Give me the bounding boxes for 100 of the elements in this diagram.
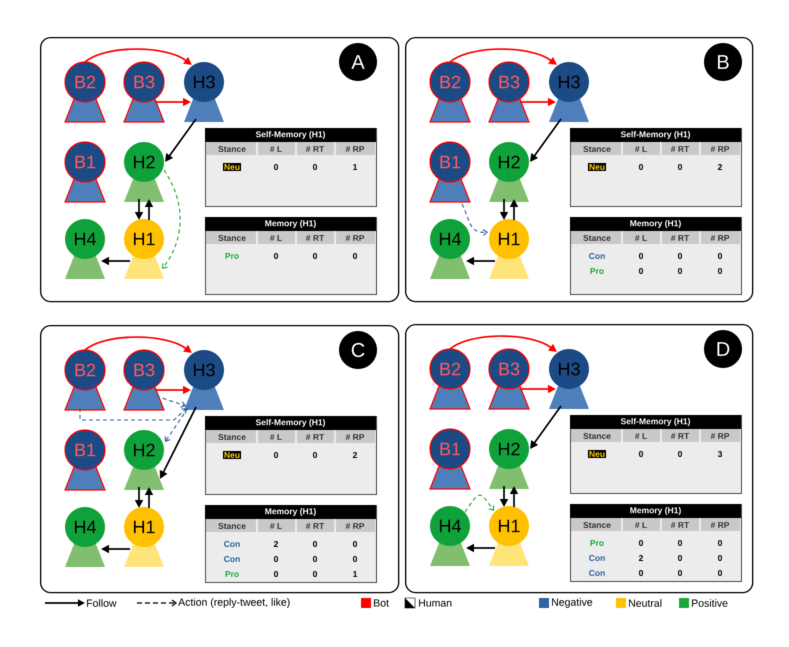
memory-table (570, 128, 742, 207)
column-header: Stance (218, 235, 246, 241)
table-cell: 0 (352, 541, 358, 547)
table-cell: 0 (274, 164, 278, 170)
column-header: Stance (583, 522, 611, 528)
table-cell: 3 (718, 450, 722, 457)
table-cell: 0 (678, 253, 682, 259)
column-header: # RP (346, 434, 364, 440)
column-header: Stance (583, 235, 611, 241)
table-cell: 0 (312, 452, 318, 458)
column-header: # RP (710, 235, 730, 241)
table-cell: 0 (678, 164, 682, 170)
stance-label: Con (224, 556, 240, 562)
column-header: # RP (710, 433, 730, 439)
stance-label: Pro (225, 571, 239, 577)
legend-label: Neutral (629, 599, 662, 607)
legend-label: Bot (374, 599, 389, 607)
table-cell: 2 (352, 452, 358, 458)
memory-table (205, 416, 377, 495)
column-header: # RT (306, 434, 324, 440)
column-header: # L (270, 523, 282, 529)
legend-label: Positive (692, 599, 728, 607)
stance-label: Pro (225, 253, 239, 259)
column-header: # RP (346, 523, 364, 529)
table-cell: 0 (718, 540, 722, 546)
column-header: # RT (670, 235, 690, 241)
column-header: # L (270, 235, 282, 241)
table-cell: 0 (638, 570, 644, 576)
stance-label: Con (589, 555, 605, 561)
letter-badge: A (339, 43, 377, 81)
table-cell: 0 (678, 570, 682, 576)
column-header: # RT (306, 146, 324, 152)
stance-label: Neu (222, 451, 242, 459)
legend-label: Follow (87, 599, 117, 607)
table-title: Self-Memory (H1) (256, 419, 325, 427)
table-cell: 1 (353, 571, 358, 577)
column-header: Stance (583, 433, 611, 439)
letter-badge: D (704, 330, 742, 368)
table-title: Memory (H1) (265, 508, 316, 516)
table-cell: 0 (678, 555, 682, 561)
table-cell: 0 (718, 268, 722, 274)
table-cell: 0 (678, 540, 682, 546)
table-cell: 0 (312, 541, 318, 547)
table-cell: 0 (718, 253, 722, 259)
stance-label: Neu (588, 450, 606, 458)
table-cell: 0 (638, 253, 644, 259)
table-cell: 0 (638, 451, 644, 457)
table-cell: 0 (678, 268, 682, 274)
table-cell: 0 (312, 571, 318, 577)
table-title: Memory (H1) (265, 220, 316, 228)
column-header: # L (270, 146, 282, 152)
letter-badge: C (339, 331, 377, 369)
dashed-arrow (156, 395, 186, 408)
table-cell: 0 (312, 556, 318, 562)
stance-label: Neu (588, 163, 606, 171)
table-cell: 0 (718, 555, 722, 561)
stance-label: Con (224, 541, 240, 547)
memory-table (570, 415, 742, 494)
legend-label: Human (419, 599, 452, 607)
panel-frame (405, 324, 754, 594)
table-cell: 0 (352, 253, 358, 259)
dashed-arrow (464, 494, 494, 512)
dashed-arrow (164, 408, 188, 442)
table-cell: 2 (718, 164, 722, 170)
memory-table (570, 504, 742, 582)
table-title: Self-Memory (H1) (620, 418, 690, 426)
panel-frame (405, 37, 754, 302)
column-header: Stance (218, 146, 246, 152)
stance-label: Neu (222, 163, 242, 171)
column-header: Stance (218, 523, 246, 529)
memory-table (205, 217, 377, 295)
column-header: # RP (346, 235, 364, 241)
column-header: # RT (670, 522, 690, 528)
table-title: Memory (H1) (630, 507, 681, 515)
dashed-arrow (79, 408, 187, 421)
table-cell: 1 (353, 164, 358, 170)
column-header: # L (270, 434, 282, 440)
legend-label: Negative (552, 598, 592, 608)
column-header: # RP (710, 146, 730, 152)
stance-label: Pro (590, 268, 604, 274)
panel-frame (40, 325, 400, 594)
table-title: Memory (H1) (630, 220, 681, 228)
table-cell: 2 (638, 555, 644, 561)
column-header: Stance (583, 146, 611, 152)
table-cell: 0 (352, 556, 358, 562)
column-header: # L (635, 433, 647, 439)
dashed-arrow (462, 204, 488, 236)
table-cell: 0 (274, 253, 278, 259)
column-header: # L (635, 235, 647, 241)
memory-table (570, 217, 742, 295)
table-cell: 0 (274, 452, 278, 458)
table-cell: 0 (312, 164, 318, 170)
legend-label: Action (reply-tweet, like) (178, 598, 290, 608)
table-cell: 0 (312, 253, 318, 259)
table-cell: 0 (274, 556, 278, 562)
stance-label: Con (589, 253, 605, 259)
column-header: # RT (670, 433, 690, 439)
stance-label: Con (589, 570, 605, 576)
memory-table (205, 505, 377, 583)
table-cell: 2 (274, 541, 278, 547)
